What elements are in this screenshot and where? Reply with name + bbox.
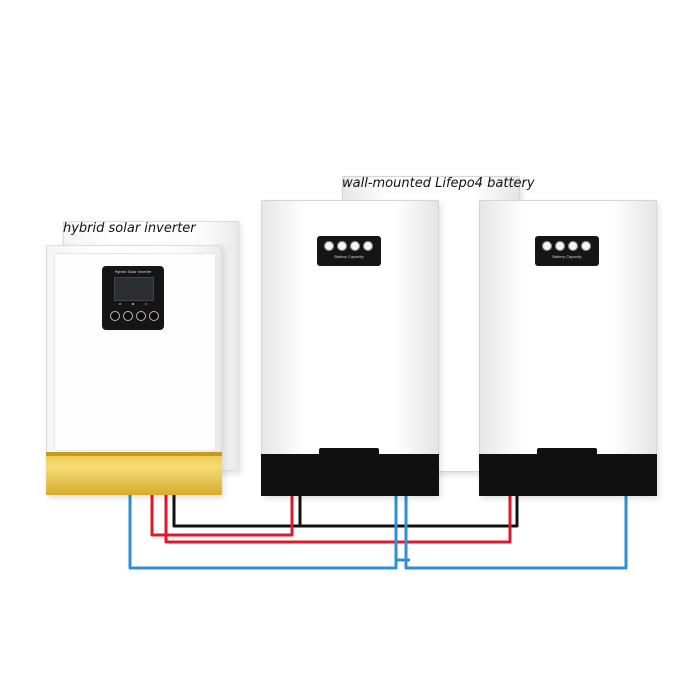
status-led-green [119,303,121,305]
capacity-dot [555,241,565,251]
capacity-dot [350,241,360,251]
inverter-button-1[interactable] [110,311,120,321]
capacity-dot [542,241,552,251]
lifepo4-battery-2: Battery Capacity [479,200,657,496]
wire-blue-outer [394,510,410,562]
battery-capacity-label: Battery Capacity [334,254,364,259]
wire-red-inverter [150,490,294,537]
battery-base [479,448,657,496]
wire-red-link [292,490,512,544]
battery-capacity-label: Battery Capacity [552,254,582,259]
battery-capacity-indicator: Battery Capacity [317,236,381,266]
inverter-control-panel: Hybrid Solar Inverter [102,266,164,330]
capacity-dot [337,241,347,251]
lifepo4-battery-1: Battery Capacity [261,200,439,496]
inverter-gold-trim [46,452,222,495]
wire-black-inverter [172,490,302,528]
inverter-button-2[interactable] [123,311,133,321]
battery-base [261,448,439,496]
status-led-yellow [132,303,134,305]
capacity-dot [324,241,334,251]
inverter-panel-title: Hybrid Solar Inverter [114,269,152,274]
capacity-dot [568,241,578,251]
wire-red-main [164,495,300,544]
inverter-button-3[interactable] [136,311,146,321]
capacity-dot [363,241,373,251]
capacity-dot [581,241,591,251]
inverter-button-4[interactable] [149,311,159,321]
wire-black-link [300,490,519,528]
wire-blue-link [404,490,628,570]
status-led-red [145,303,147,305]
inverter-lcd-screen [114,277,154,301]
battery-capacity-indicator: Battery Capacity [535,236,599,266]
wire-blue-inverter [128,490,398,570]
